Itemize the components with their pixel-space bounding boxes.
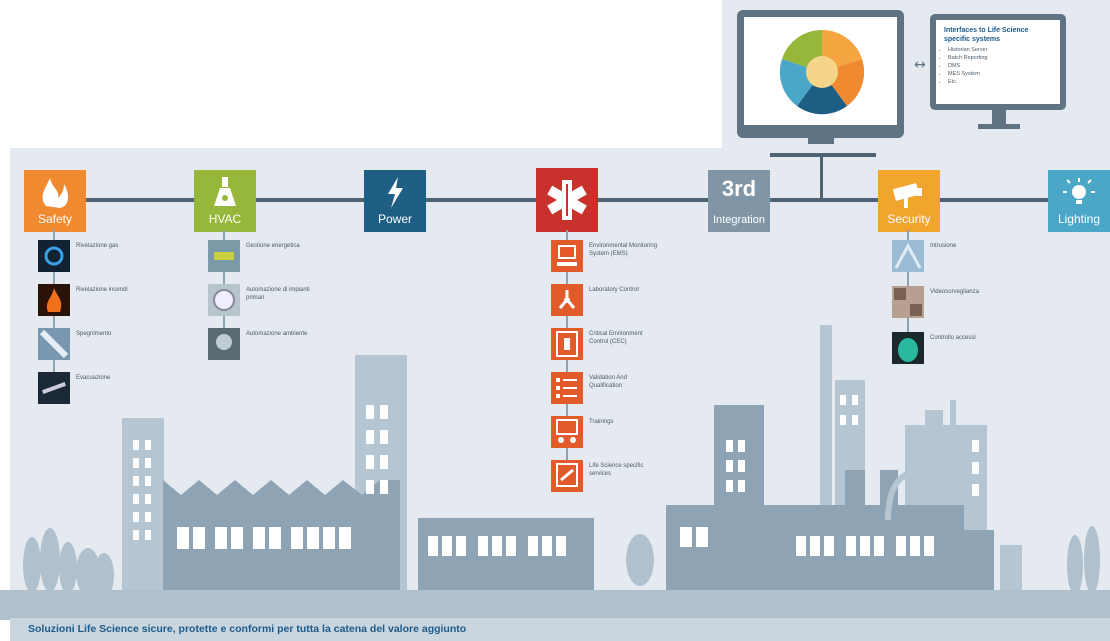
list-item[interactable]: Gestione energetica [208, 240, 318, 272]
list-item[interactable]: Life Science specific services [551, 460, 661, 492]
category-power[interactable]: Power [364, 170, 426, 232]
photo-thumbnail-icon [38, 328, 70, 360]
monitor-connector-bar [770, 153, 876, 157]
category-lighting[interactable]: Lighting [1048, 170, 1110, 232]
category-medical[interactable] [536, 168, 598, 232]
list-item[interactable]: Evacuazione [38, 372, 148, 404]
list-item[interactable]: Rivelazione incendi [38, 284, 148, 316]
list-item-label: Critical Environment Control (CEC) [589, 331, 643, 345]
list-item[interactable]: Laboratory Control [551, 284, 661, 316]
monitor-graphic: ↔ [737, 10, 1066, 144]
category-hvac[interactable]: HVAC [194, 170, 256, 232]
photo-thumbnail-icon [892, 240, 924, 272]
monitor-panel-item: MES System [948, 70, 1058, 78]
photo-thumbnail-icon [208, 240, 240, 272]
service-thumbnail-icon [551, 240, 583, 272]
list-item[interactable]: Trainings [551, 416, 661, 448]
monitor-panel-item: DMS [948, 62, 1058, 70]
category-security[interactable]: Security [878, 170, 940, 232]
service-thumbnail-icon [551, 460, 583, 492]
medical-icon [536, 172, 598, 220]
list-item[interactable]: Intrusione [892, 240, 1002, 272]
lighting-icon [1048, 174, 1110, 210]
list-item-label: Automazione ambiente [246, 331, 308, 337]
list-item-label: Laboratory Control [589, 287, 639, 293]
monitor-connector [820, 156, 823, 200]
list-item-label: Gestione energetica [246, 243, 300, 249]
photo-thumbnail-icon [38, 372, 70, 404]
caption-text: Soluzioni Life Science sicure, protette … [28, 623, 467, 635]
list-item-label: Rivelazione incendi [76, 287, 128, 293]
caption-bar: Soluzioni Life Science sicure, protette … [10, 618, 1110, 641]
service-thumbnail-icon [551, 372, 583, 404]
photo-thumbnail-icon [208, 328, 240, 360]
list-item-label: Trainings [589, 419, 614, 425]
service-thumbnail-icon [551, 328, 583, 360]
monitor-panel-item: Etc. [948, 78, 1058, 86]
hvac-icon [194, 174, 256, 210]
list-item-label: Controllo accessi [930, 335, 976, 341]
category-lighting-label: Lighting [1057, 212, 1101, 226]
list-item[interactable]: Rivelazione gas [38, 240, 148, 272]
safety-icon [24, 174, 86, 210]
photo-thumbnail-icon [892, 332, 924, 364]
service-thumbnail-icon [551, 416, 583, 448]
list-item[interactable]: Validation And Qualification [551, 372, 661, 404]
service-thumbnail-icon [551, 284, 583, 316]
monitor-group: ↔ Interfaces to Life Science specific sy… [722, 0, 1110, 148]
photo-thumbnail-icon [892, 286, 924, 318]
list-item[interactable]: Videosorveglianza [892, 286, 1002, 318]
list-item[interactable]: Environmental Monitoring System (EMS) [551, 240, 661, 272]
monitor-panel-title: Interfaces to Life Science specific syst… [944, 27, 1029, 43]
list-item[interactable]: Critical Environment Control (CEC) [551, 328, 661, 360]
category-power-label: Power [377, 212, 412, 226]
monitor-panel-item: Historian Server [948, 46, 1058, 54]
category-safety-label: Safety [37, 212, 73, 226]
category-security-label: Security [887, 212, 931, 226]
list-item-label: Spegnimento [76, 331, 112, 337]
list-item-label: Validation And Qualification [589, 375, 627, 389]
security-icon [878, 174, 940, 210]
list-item-label: Environmental Monitoring System (EMS) [589, 243, 658, 257]
list-item-label: Automazione di impianti primari [246, 287, 310, 301]
list-item-label: Rivelazione gas [76, 243, 119, 249]
monitor-arrow: ↔ [914, 57, 926, 73]
category-safety[interactable]: Safety [24, 170, 86, 232]
power-icon [364, 174, 426, 210]
photo-thumbnail-icon [208, 284, 240, 316]
list-item-label: Life Science specific services [589, 463, 644, 477]
list-item[interactable]: Controllo accessi [892, 332, 1002, 364]
list-item-label: Intrusione [930, 243, 957, 249]
category-integration-number: 3rd [721, 176, 757, 201]
photo-thumbnail-icon [38, 240, 70, 272]
category-integration-label: Integration [713, 214, 765, 226]
category-hvac-label: HVAC [208, 212, 242, 226]
list-item[interactable]: Automazione ambiente [208, 328, 318, 360]
monitor-panel-list: Historian ServerBatch ReportingDMSMES Sy… [938, 46, 1058, 86]
list-item[interactable]: Automazione di impianti primari [208, 284, 318, 316]
list-item-label: Videosorveglianza [930, 289, 979, 295]
monitor-panel-item: Batch Reporting [948, 54, 1058, 62]
photo-thumbnail-icon [38, 284, 70, 316]
list-item-label: Evacuazione [76, 375, 111, 381]
list-item[interactable]: Spegnimento [38, 328, 148, 360]
